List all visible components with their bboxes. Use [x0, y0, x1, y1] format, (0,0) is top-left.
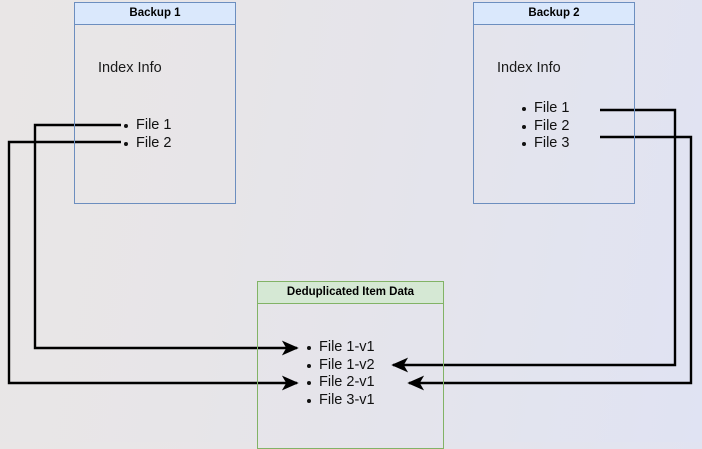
node-backup-1[interactable]: Backup 1	[74, 2, 236, 204]
node-backup-2[interactable]: Backup 2	[473, 2, 635, 204]
list-item[interactable]: File 1-v1	[306, 339, 375, 357]
node-deduplicated-item-data[interactable]: Deduplicated Item Data	[257, 281, 444, 449]
list-item[interactable]: File 3-v1	[306, 392, 375, 410]
list-item[interactable]: File 2	[123, 135, 171, 153]
list-item[interactable]: File 2-v1	[306, 374, 375, 392]
node-backup-2-file-list: File 1 File 2 File 3	[521, 100, 569, 153]
list-item[interactable]: File 1-v2	[306, 357, 375, 375]
node-dedup-title: Deduplicated Item Data	[258, 282, 443, 304]
list-item[interactable]: File 3	[521, 135, 569, 153]
node-backup-1-title: Backup 1	[75, 3, 235, 25]
node-dedup-file-list: File 1-v1 File 1-v2 File 2-v1 File 3-v1	[306, 339, 375, 409]
list-item[interactable]: File 1	[123, 117, 171, 135]
node-backup-1-file-list: File 1 File 2	[123, 117, 171, 152]
node-backup-1-caption: Index Info	[98, 60, 162, 76]
list-item[interactable]: File 2	[521, 118, 569, 136]
node-backup-2-title: Backup 2	[474, 3, 634, 25]
node-backup-2-caption: Index Info	[497, 60, 561, 76]
list-item[interactable]: File 1	[521, 100, 569, 118]
